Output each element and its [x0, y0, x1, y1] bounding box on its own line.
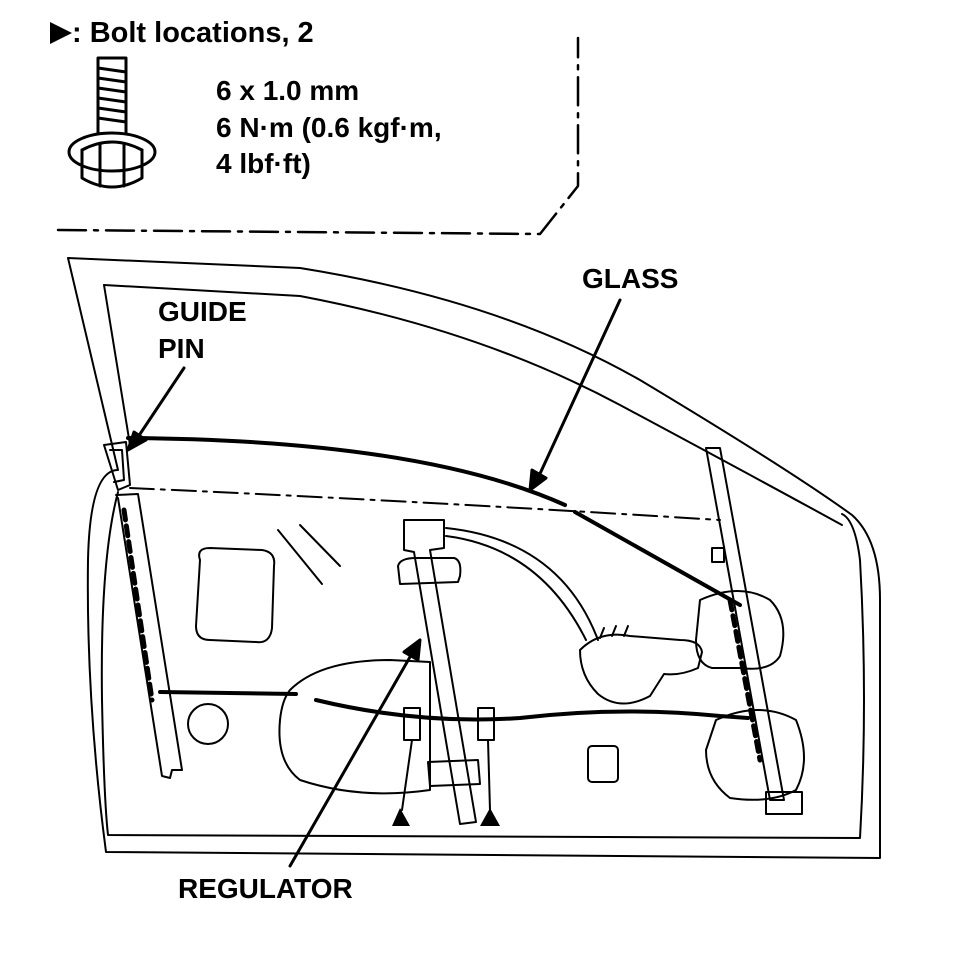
rear-opening-lower: [705, 709, 805, 801]
front-run-channel: [103, 441, 183, 779]
speaker-opening: [278, 659, 431, 795]
rear-run-channel: [705, 447, 803, 815]
window-frame-left: [103, 284, 131, 446]
inner-door-panel: [100, 491, 865, 839]
bolt-tab-2: [477, 707, 495, 741]
guide-pin-leader: [134, 366, 186, 442]
bolt-torque-line2: 4 lbf·ft): [216, 148, 311, 179]
regulator-label: REGULATOR: [178, 873, 353, 904]
legend-title: : Bolt locations, 2: [72, 17, 314, 49]
bolt-icon: [67, 56, 157, 189]
glass-reflection-1: [277, 529, 323, 585]
regulator-cable-2: [445, 535, 587, 641]
bolt-size: 6 x 1.0 mm: [216, 75, 359, 106]
glass-reflection-2: [299, 524, 341, 567]
glass-edge-lower: [573, 510, 742, 607]
door-outer-frame: [67, 257, 881, 859]
door-cable: [158, 690, 298, 696]
channel-dash: [121, 507, 155, 703]
regulator-leader: [288, 648, 416, 868]
glass-edge: [126, 436, 567, 507]
bolt-marker-icon: [50, 22, 72, 44]
legend-boundary: [56, 36, 580, 236]
glass-leader: [536, 298, 622, 480]
door-assembly: [67, 257, 881, 859]
service-hole-round: [187, 703, 229, 745]
leader-lines: [126, 298, 622, 868]
regulator-rail: [397, 519, 481, 825]
guide-pin-label-line1: GUIDE: [158, 296, 247, 327]
glass-label: GLASS: [582, 263, 678, 294]
door-cable-main: [314, 698, 750, 722]
guide-pin-label-line2: PIN: [158, 333, 205, 364]
bolt-torque-line1: 6 N·m (0.6 kgf·m,: [216, 112, 442, 143]
belt-line: [129, 487, 721, 521]
legend: : Bolt locations, 2 6 x 1.0 mm 6 N·m (0.…: [50, 17, 580, 236]
bolt-tab-1: [403, 707, 421, 741]
channel-dash-rear: [727, 597, 763, 763]
regulator-motor: [579, 633, 703, 705]
bolt-location-marker-1: [392, 808, 410, 826]
service-hole-upper-left: [195, 547, 276, 644]
rear-opening-upper: [695, 590, 785, 670]
bolt-location-marker-2: [480, 808, 500, 826]
window-inner-frame: [103, 284, 843, 526]
regulator-cable-1: [445, 527, 599, 641]
small-slot: [587, 745, 619, 783]
